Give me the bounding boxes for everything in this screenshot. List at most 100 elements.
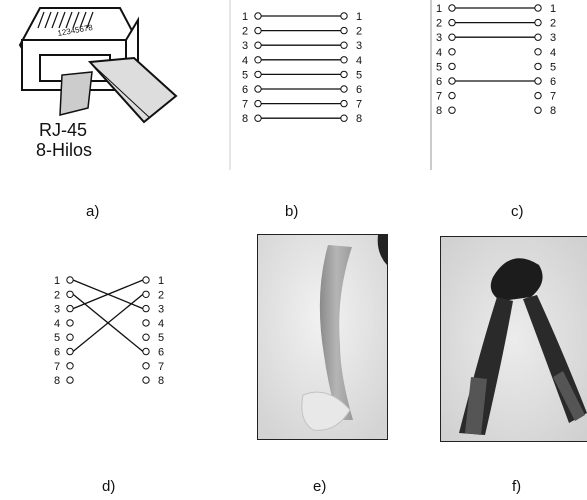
pin-right-d-5 (142, 333, 150, 341)
pin-label-left-d-3: 3 (54, 304, 60, 316)
pin-label-right-d-3: 3 (158, 304, 164, 316)
pin-right-d-8 (142, 376, 150, 384)
flat-cable (87, 56, 178, 124)
pin-label-left-b-8: 8 (242, 113, 248, 125)
pin-right-d-2 (142, 290, 150, 298)
pin-label-left-d-6: 6 (54, 347, 60, 359)
pin-label-left-c-2: 2 (436, 18, 442, 30)
pin-label-right-c-7: 7 (550, 91, 556, 103)
pin-label-left-d-7: 7 (54, 361, 60, 373)
rj45-plug-drawing: 12345678 (18, 7, 178, 124)
plug-clip (59, 71, 93, 116)
pin-left-c-5 (448, 62, 456, 71)
pin-left-d-7 (66, 362, 74, 370)
wire-d-6-2 (72, 293, 144, 353)
pin-label-right-d-8: 8 (158, 375, 164, 387)
pin-left-c-7 (448, 91, 456, 100)
pin-right-b-7 (340, 99, 348, 108)
pin-label-left-c-4: 4 (436, 47, 442, 59)
plug-name: RJ-45 (38, 120, 87, 140)
pin-left-c-3 (448, 33, 456, 41)
pin-right-c-1 (534, 4, 542, 12)
pin-right-c-7 (534, 91, 542, 100)
pin-label-right-d-1: 1 (158, 275, 164, 287)
pin-label-left-c-6: 6 (436, 76, 442, 88)
pin-left-c-1 (448, 4, 456, 12)
pin-left-c-6 (448, 77, 456, 85)
pin-label-left-d-5: 5 (54, 332, 60, 344)
pin-label-right-b-2: 2 (356, 26, 362, 38)
pin-label-right-d-6: 6 (158, 347, 164, 359)
pin-right-d-1 (142, 276, 150, 284)
pin-right-c-6 (534, 77, 542, 85)
pin-label-left-c-1: 1 (436, 3, 442, 15)
panel-a: 12345678 RJ-45 8-Hilos (0, 0, 190, 230)
pin-label-left-b-5: 5 (242, 69, 248, 81)
pin-left-b-6 (254, 85, 262, 93)
pin-label-left-c-3: 3 (436, 32, 442, 44)
pin-label-right-c-8: 8 (550, 105, 556, 117)
pin-right-c-8 (534, 106, 542, 114)
pin-label-right-b-5: 5 (356, 69, 362, 81)
caption-d: d) (102, 478, 116, 495)
pin-label-left-d-1: 1 (54, 275, 60, 287)
pin-label-right-d-2: 2 (158, 289, 164, 301)
pin-right-b-6 (340, 85, 348, 93)
pin-label-right-b-7: 7 (356, 99, 362, 111)
pin-right-c-5 (534, 62, 542, 71)
pin-right-d-4 (142, 319, 150, 327)
caption-a: a) (86, 203, 100, 220)
pin-left-d-6 (66, 347, 74, 356)
pin-right-c-2 (534, 18, 542, 27)
pin-right-b-3 (340, 41, 348, 49)
pin-label-right-b-8: 8 (356, 113, 362, 125)
photo-e (257, 234, 388, 440)
pin-label-right-d-7: 7 (158, 361, 164, 373)
pin-left-b-5 (254, 70, 262, 79)
pin-right-d-6 (142, 347, 150, 356)
pin-left-c-4 (448, 48, 456, 56)
pin-right-b-8 (340, 114, 348, 122)
pin-label-right-c-2: 2 (550, 18, 556, 30)
pin-label-left-c-5: 5 (436, 61, 442, 73)
photo-f (440, 236, 587, 442)
pin-left-d-4 (66, 319, 74, 327)
pin-label-left-d-2: 2 (54, 289, 60, 301)
caption-f: f) (512, 478, 522, 495)
wiring-diagram-d: 1 1 2 2 3 3 4 4 5 5 6 6 7 7 8 8 (54, 275, 164, 387)
caption-b: b) (285, 203, 299, 220)
pin-label-left-d-4: 4 (54, 318, 60, 330)
pin-left-b-2 (254, 26, 262, 35)
pin-label-right-b-6: 6 (356, 84, 362, 96)
pin-label-right-b-1: 1 (356, 11, 362, 23)
pin-label-left-d-8: 8 (54, 375, 60, 387)
pin-label-right-c-4: 4 (550, 47, 556, 59)
pin-label-left-c-7: 7 (436, 91, 442, 103)
pin-right-d-7 (142, 362, 150, 370)
plug-wires-label: 8-Hilos (35, 140, 92, 160)
caption-e: e) (313, 478, 327, 495)
wire-d-3-1 (72, 279, 144, 310)
pin-label-left-b-2: 2 (242, 26, 248, 38)
pin-left-b-8 (254, 114, 262, 122)
pin-left-b-4 (254, 56, 262, 64)
pin-label-left-b-1: 1 (242, 11, 248, 23)
pin-label-right-b-3: 3 (356, 40, 362, 52)
pin-label-right-c-3: 3 (550, 32, 556, 44)
pin-right-d-3 (142, 304, 150, 313)
pin-label-right-d-5: 5 (158, 332, 164, 344)
pin-right-c-3 (534, 33, 542, 41)
pin-left-d-1 (66, 276, 74, 284)
pin-label-right-c-1: 1 (550, 3, 556, 15)
pin-label-left-b-4: 4 (242, 55, 248, 67)
photo-f-image (441, 237, 587, 441)
pin-right-c-4 (534, 48, 542, 56)
pin-label-right-b-4: 4 (356, 55, 362, 67)
caption-c: c) (511, 203, 524, 220)
pin-label-left-b-7: 7 (242, 99, 248, 111)
pin-label-right-c-5: 5 (550, 61, 556, 73)
pin-label-right-d-4: 4 (158, 318, 164, 330)
pin-left-d-3 (66, 304, 74, 313)
